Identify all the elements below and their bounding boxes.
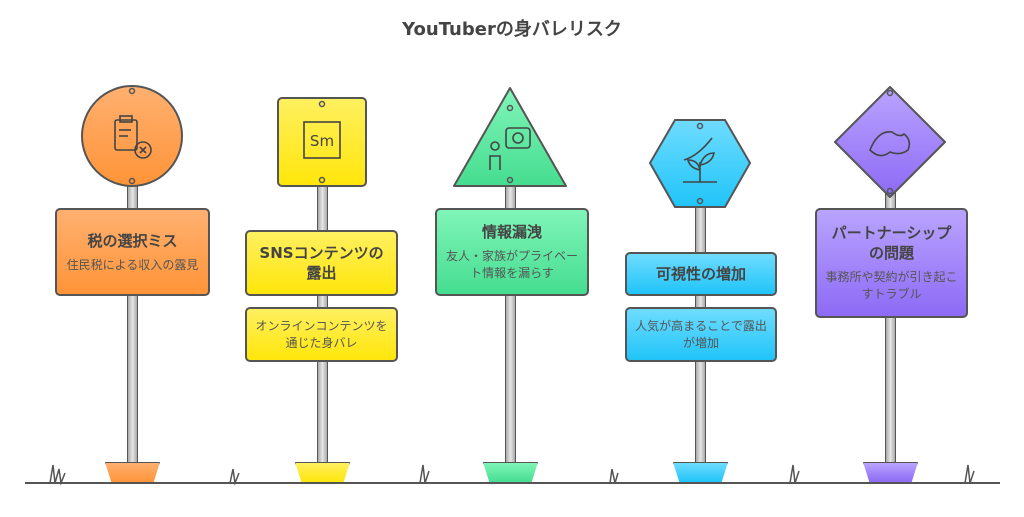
square-sign xyxy=(277,97,367,187)
growing-plant-icon xyxy=(683,137,717,183)
sign-title: 情報漏洩 xyxy=(481,223,542,241)
sign-title: 税の選択ミス xyxy=(87,231,178,250)
page-title: YouTuberの身バレリスク xyxy=(402,19,622,40)
sign-box-partnership: パートナーシップの問題 事務所や契約が引き起こすトラブル xyxy=(815,208,968,318)
sign-description: 住民税による収入の露見 xyxy=(66,257,199,272)
sign-box-sns-desc: オンラインコンテンツを通じた身バレ xyxy=(245,307,398,362)
sign-box-sns-exposure: SNSコンテンツの露出 xyxy=(245,230,398,296)
sign-title: パートナーシップの問題 xyxy=(831,224,952,262)
sign-box-info-leak: 情報漏洩 友人・家族がプライベート情報を漏らす xyxy=(435,208,589,296)
sign-description: オンラインコンテンツを通じた身バレ xyxy=(255,318,388,350)
top-signs: Sm xyxy=(81,85,946,208)
sign-description: 友人・家族がプライベート情報を漏らす xyxy=(445,249,578,280)
sign-box-visibility: 可視性の増加 xyxy=(625,252,777,296)
pole-base-5 xyxy=(863,462,918,483)
pole-base-1 xyxy=(105,462,160,483)
sign-description: 事務所や契約が引き起こすトラブル xyxy=(825,270,958,301)
handshake-icon xyxy=(869,131,911,157)
pole-base-2 xyxy=(295,462,350,483)
sign-title: SNSコンテンツの露出 xyxy=(259,244,384,282)
sm-logo-text: Sm xyxy=(310,132,334,150)
circle-sign xyxy=(81,85,183,187)
clipboard-x-icon xyxy=(114,115,152,159)
sign-box-tax-mistake: 税の選択ミス 住民税による収入の露見 xyxy=(55,208,210,296)
person-speech-icon xyxy=(489,127,531,170)
sm-logo-icon xyxy=(303,121,341,159)
sign-description: 人気が高まることで露出が増加 xyxy=(635,318,767,350)
pole-base-4 xyxy=(673,462,728,483)
diamond-sign xyxy=(834,86,946,198)
sign-title: 可視性の増加 xyxy=(655,265,746,283)
triangle-sign xyxy=(453,87,567,187)
pole-base-3 xyxy=(483,462,538,483)
sign-box-visibility-desc: 人気が高まることで露出が増加 xyxy=(625,307,777,362)
grass-icon xyxy=(49,464,975,486)
